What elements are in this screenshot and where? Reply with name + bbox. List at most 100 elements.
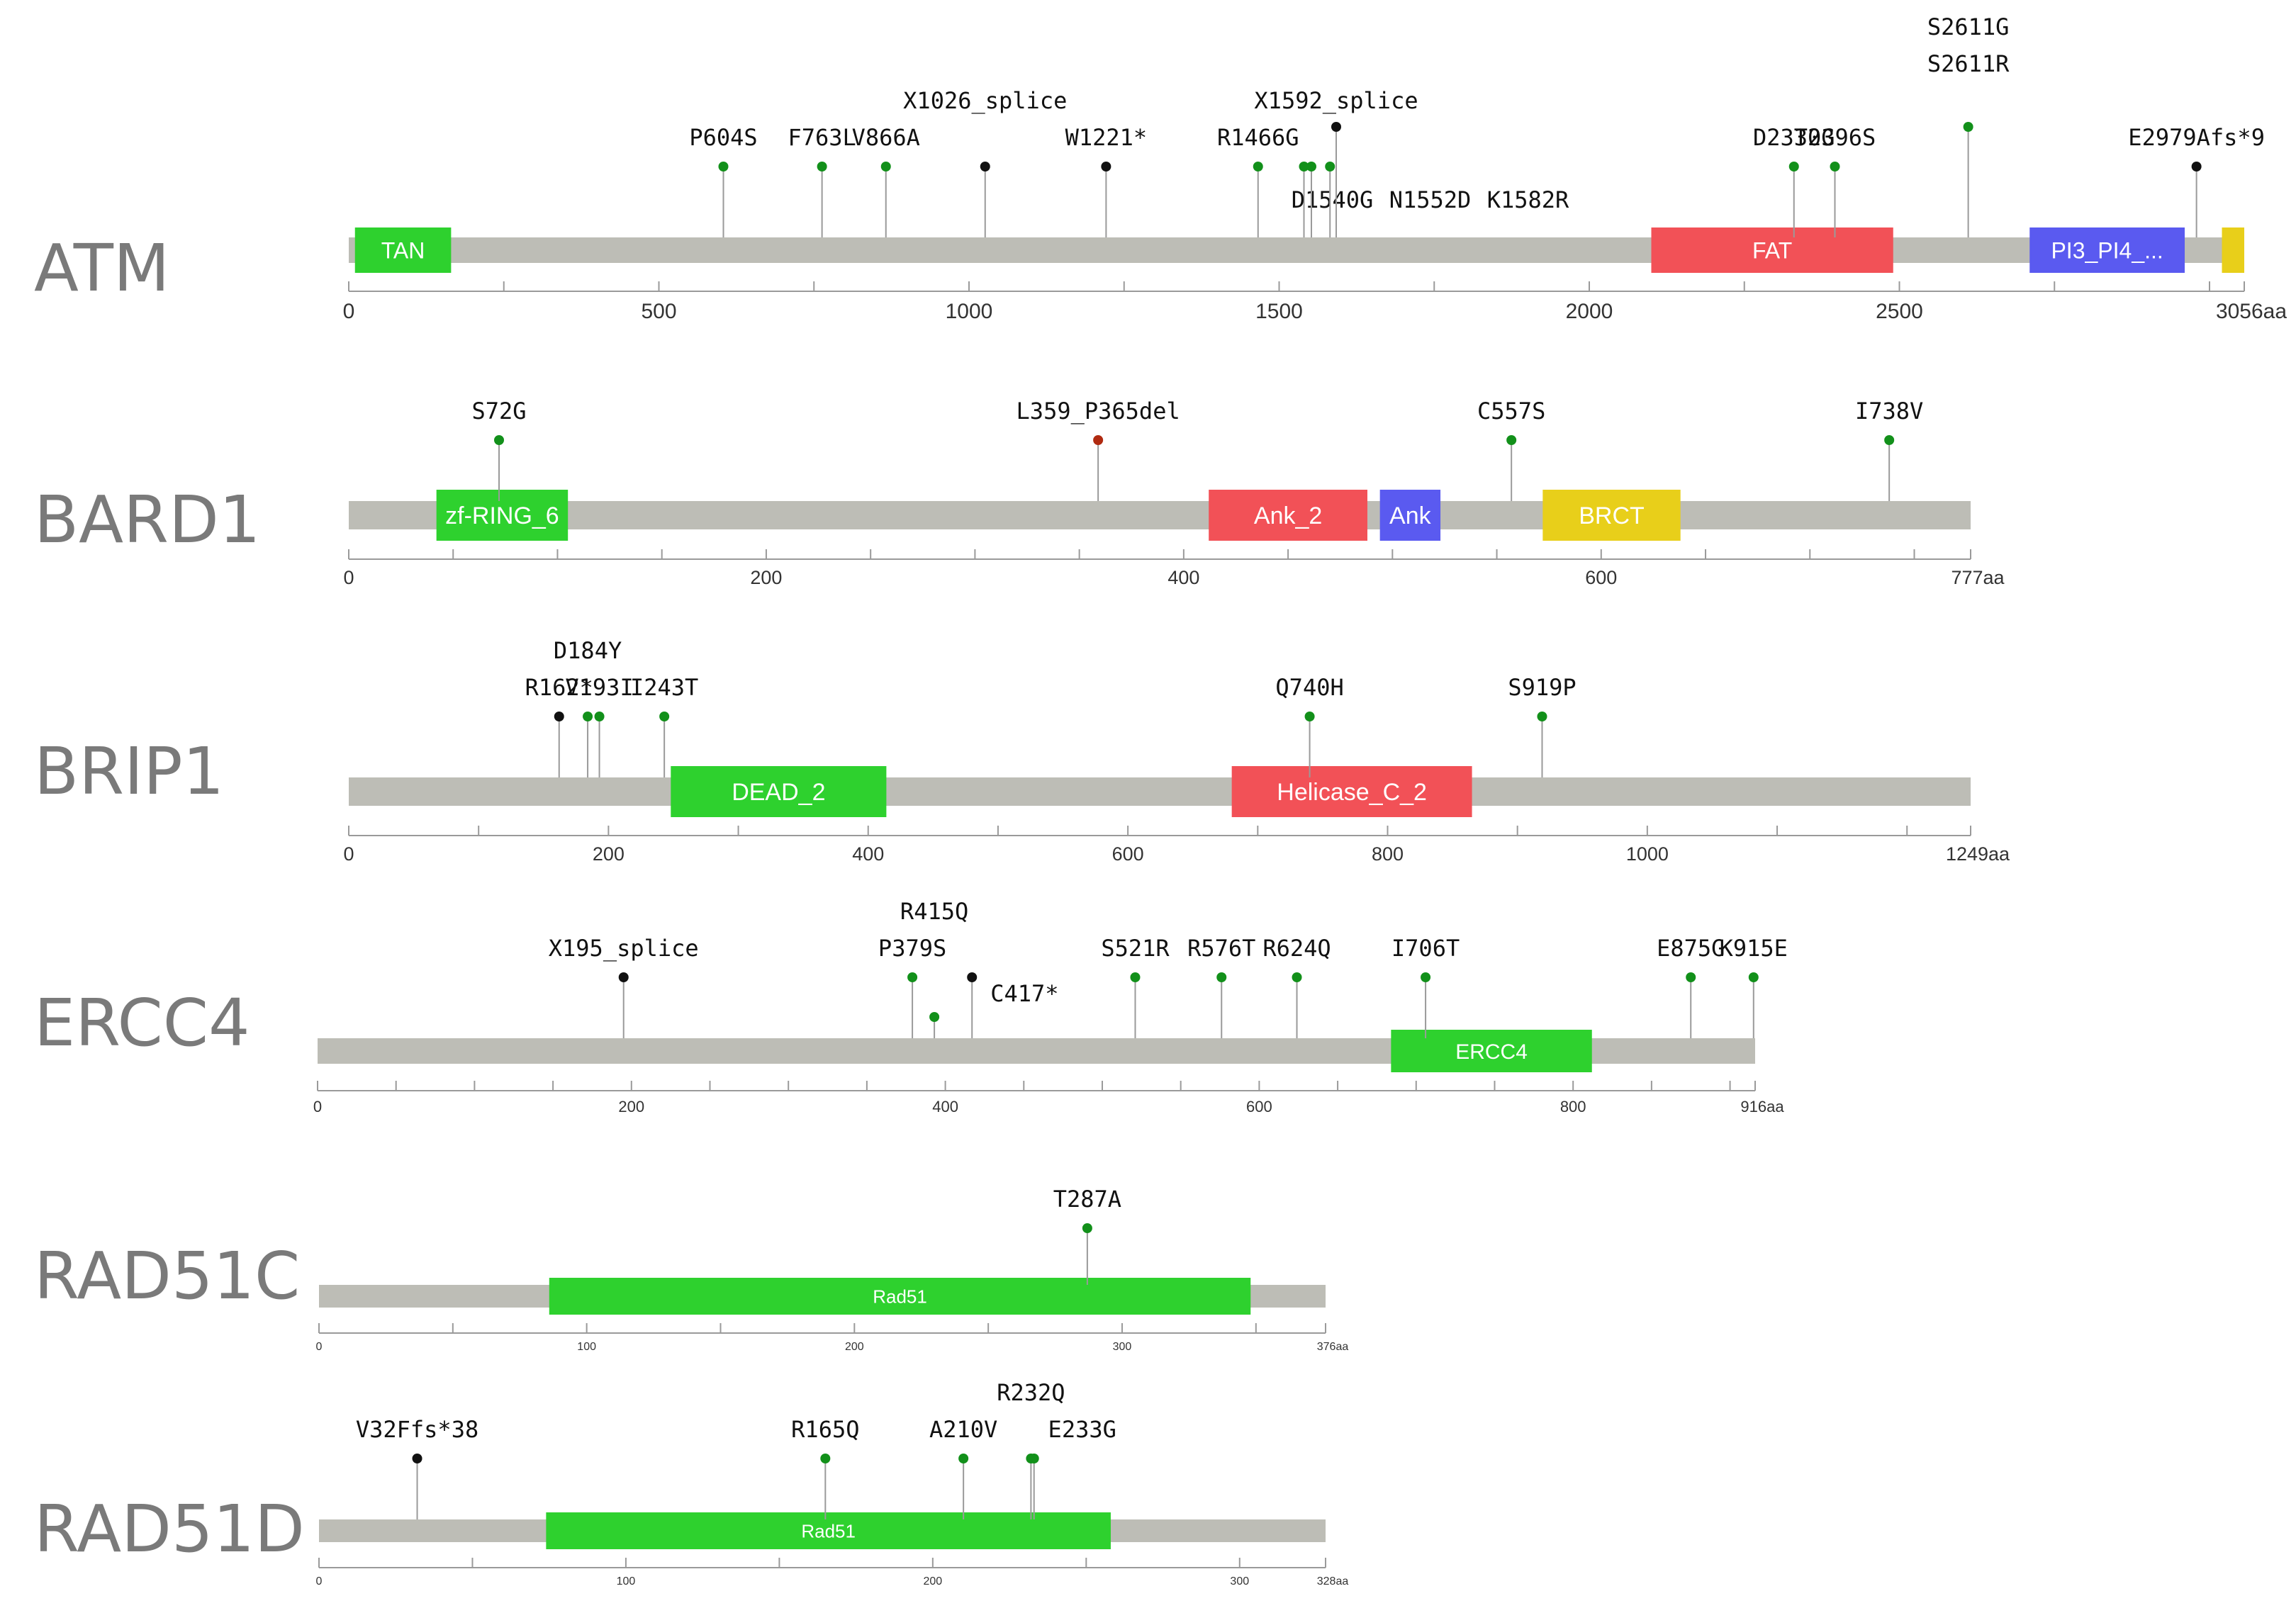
mutation-dot <box>2191 162 2202 172</box>
tick-label: 800 <box>1560 1098 1586 1115</box>
mutation-label: R624Q <box>1262 935 1331 962</box>
mutation-dot <box>1130 972 1141 982</box>
length-label: 328aa <box>1317 1575 1349 1587</box>
mutation-label: C417* <box>990 980 1058 1007</box>
tick-label: 2500 <box>1876 300 1923 323</box>
domain-label: Rad51 <box>801 1520 856 1541</box>
tick-label: 300 <box>1113 1341 1132 1353</box>
mutation-label: K915E <box>1720 935 1788 962</box>
mutation-dot <box>1292 972 1302 982</box>
mutation-label: K1582R <box>1487 186 1569 213</box>
mutation-dot <box>583 712 593 721</box>
tick-label: 500 <box>641 300 676 323</box>
domain-box <box>354 227 452 273</box>
mutation-label: T2396S <box>1794 124 1876 151</box>
mutation-dot <box>880 162 891 172</box>
mutation-label: V193I <box>565 674 633 701</box>
mutation-label: E875G <box>1657 935 1725 962</box>
domain-box <box>2222 227 2244 273</box>
mutation-label: D1540G <box>1292 186 1374 213</box>
domain-box <box>1379 490 1441 541</box>
mutation-label: D2330G <box>1753 124 1835 151</box>
mutation-label: S2611G <box>1927 13 2010 40</box>
tick-label: 100 <box>577 1341 596 1353</box>
length-label: 1249aa <box>1946 843 2010 865</box>
domain-box <box>1391 1030 1592 1072</box>
mutation-dot <box>1537 712 1547 721</box>
tick-label: 400 <box>852 843 884 865</box>
tick-label: 0 <box>313 1098 322 1115</box>
mutation-label: R162* <box>525 674 593 701</box>
domain-label: Helicase_C_2 <box>1277 779 1427 806</box>
domain-box <box>546 1512 1111 1549</box>
mutation-dot <box>1884 435 1895 445</box>
mutation-dot <box>554 712 564 721</box>
mutation-label: D184Y <box>554 637 622 664</box>
tick-label: 600 <box>1246 1098 1272 1115</box>
domain-box <box>1231 766 1472 817</box>
tick-label: 200 <box>750 567 782 588</box>
tick-label: 600 <box>1585 567 1617 588</box>
mutation-dot <box>1748 972 1759 982</box>
mutation-dot <box>817 162 827 172</box>
tick-label: 400 <box>1167 567 1199 588</box>
gene-name: BRIP1 <box>34 734 224 809</box>
gene-name: BARD1 <box>34 482 260 558</box>
tick-label: 2000 <box>1566 300 1613 323</box>
gene-name: ERCC4 <box>34 985 250 1061</box>
domain-label: PI3_PI4_... <box>2051 238 2163 264</box>
domain-label: BRCT <box>1579 502 1645 529</box>
mutation-dot <box>1506 435 1517 445</box>
tick-label: 0 <box>316 1575 323 1587</box>
mutation-label: R232Q <box>997 1379 1065 1406</box>
mutation-label: X1026_splice <box>903 87 1067 114</box>
mutation-label: V32Ffs*38 <box>356 1416 478 1443</box>
mutation-label: R1466G <box>1217 124 1299 151</box>
gene-name: RAD51C <box>34 1238 300 1314</box>
mutation-dot <box>1331 122 1341 132</box>
mutation-label: T287A <box>1053 1186 1121 1213</box>
domain-box <box>436 490 569 541</box>
mutation-dot <box>1029 1454 1039 1463</box>
tick-label: 0 <box>343 843 354 865</box>
mutation-label: S72G <box>471 398 526 425</box>
mutation-label: L359_P365del <box>1017 398 1180 425</box>
domain-label: Ank <box>1389 502 1432 529</box>
mutation-label: R165Q <box>791 1416 859 1443</box>
mutation-label: V866A <box>852 124 920 151</box>
tick-label: 400 <box>932 1098 958 1115</box>
mutation-label: X195_splice <box>549 935 699 962</box>
domain-box <box>1651 227 1893 273</box>
mutation-dot <box>1686 972 1696 982</box>
mutation-dot <box>980 162 990 172</box>
mutation-label: E233G <box>1048 1416 1116 1443</box>
mutation-dot <box>820 1454 831 1463</box>
domain-label: ERCC4 <box>1455 1040 1528 1064</box>
mutation-label: P379S <box>878 935 946 962</box>
mutation-dot <box>1101 162 1111 172</box>
length-label: 777aa <box>1951 567 2005 588</box>
tick-label: 0 <box>343 300 355 323</box>
protein-backbone <box>349 501 1971 529</box>
mutation-dot <box>412 1454 422 1463</box>
mutation-dot <box>1093 435 1104 445</box>
mutation-dot <box>618 972 629 982</box>
tick-label: 600 <box>1112 843 1144 865</box>
mutation-label: N1552D <box>1389 186 1472 213</box>
tick-label: 100 <box>617 1575 636 1587</box>
mutation-dot <box>659 712 670 721</box>
mutation-label: F763L <box>788 124 856 151</box>
tick-label: 1500 <box>1255 300 1303 323</box>
mutation-dot <box>1788 162 1799 172</box>
mutation-label: R576T <box>1187 935 1255 962</box>
tick-label: 1000 <box>946 300 993 323</box>
tick-label: 0 <box>343 567 354 588</box>
mutation-label: X1592_splice <box>1254 87 1418 114</box>
mutation-dot <box>594 712 605 721</box>
domain-box <box>549 1278 1251 1315</box>
